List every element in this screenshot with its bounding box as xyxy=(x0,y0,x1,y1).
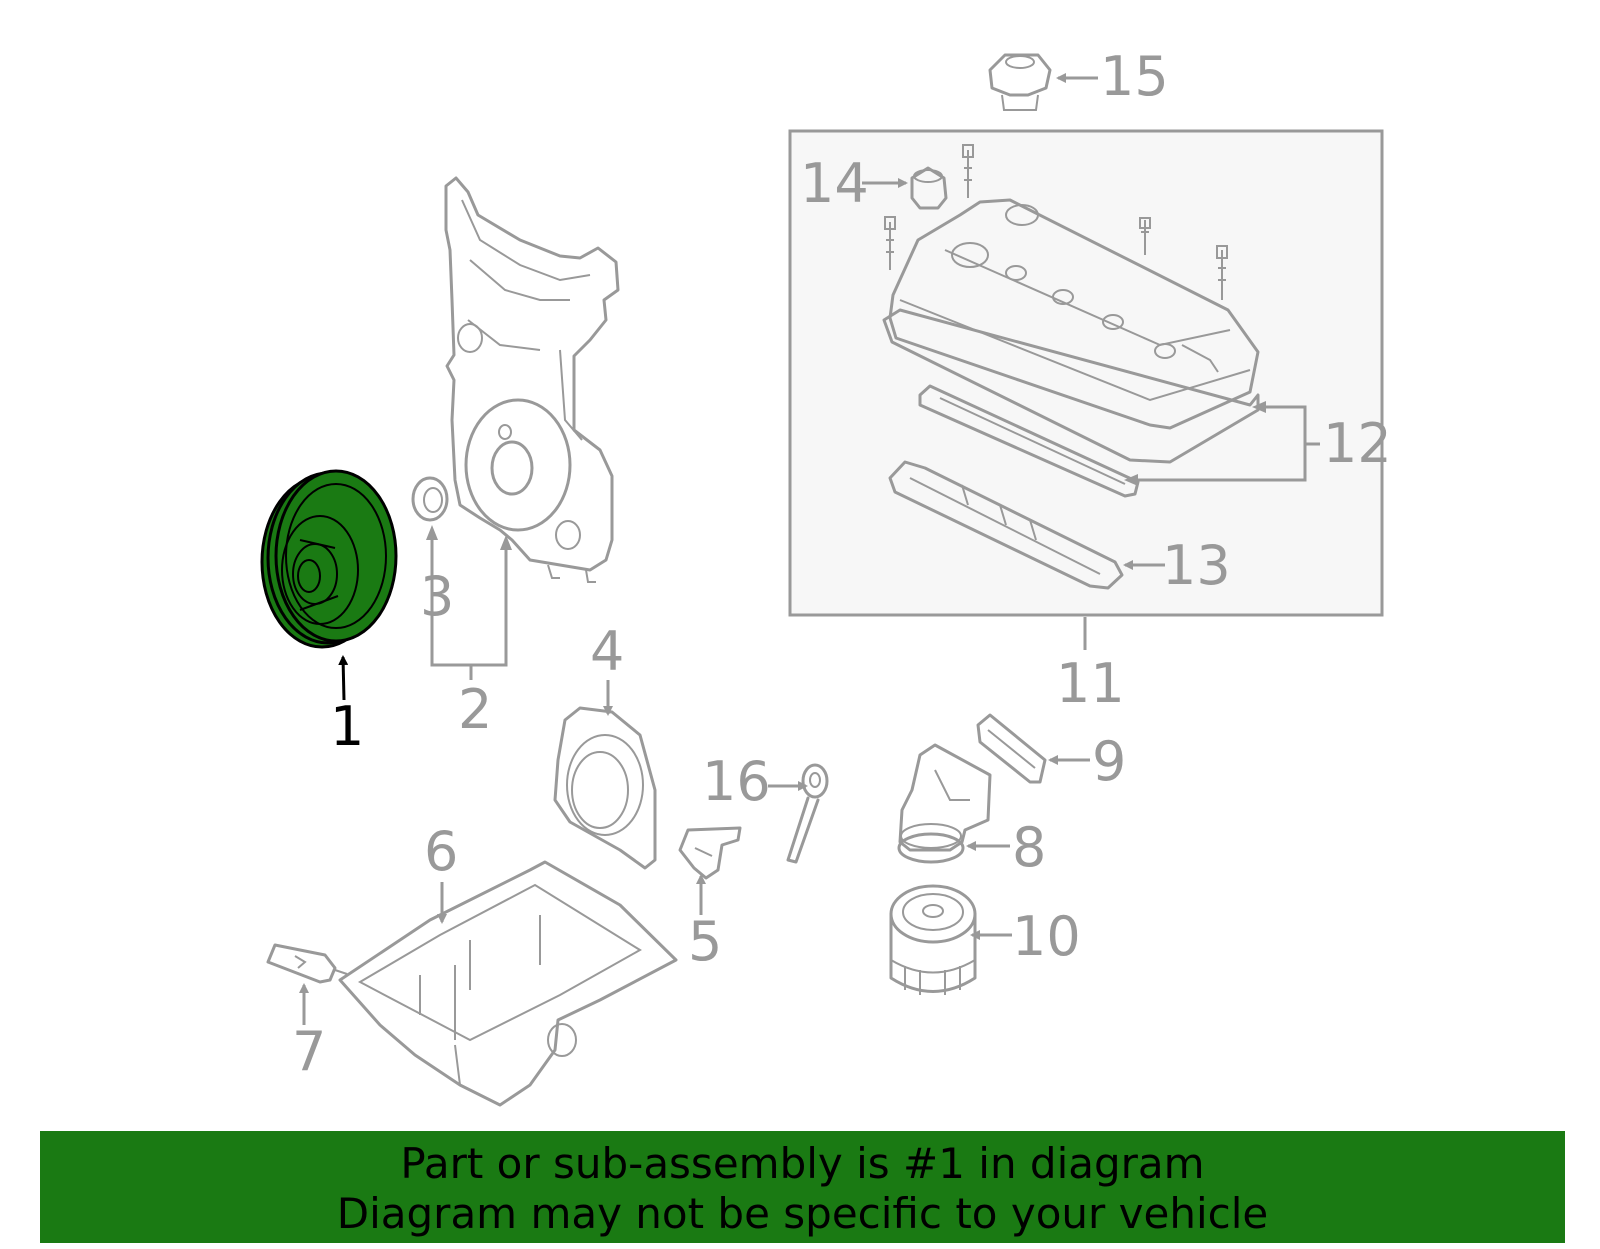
callout-4[interactable]: 4 xyxy=(590,620,624,683)
callout-13[interactable]: 13 xyxy=(1162,534,1231,597)
callout-6[interactable]: 6 xyxy=(424,820,458,883)
callout-15[interactable]: 15 xyxy=(1100,45,1169,108)
leader-1 xyxy=(338,655,349,701)
callout-12[interactable]: 12 xyxy=(1323,412,1392,475)
callout-14[interactable]: 14 xyxy=(800,152,869,215)
baffle-plate-part[interactable] xyxy=(888,460,1124,590)
callout-8[interactable]: 8 xyxy=(1012,816,1046,879)
callout-3[interactable]: 3 xyxy=(420,565,454,628)
oil-baffle-part[interactable] xyxy=(678,826,742,880)
dipstick-part[interactable] xyxy=(786,763,829,864)
info-banner: Part or sub-assembly is #1 in diagram Di… xyxy=(40,1131,1565,1243)
front-seal-part[interactable] xyxy=(411,476,449,522)
callout-9[interactable]: 9 xyxy=(1092,730,1126,793)
oil-filler-cap-part[interactable] xyxy=(988,53,1052,111)
callout-5[interactable]: 5 xyxy=(688,910,722,973)
oil-filter-adapter-part[interactable] xyxy=(897,743,992,864)
oil-pan-part[interactable] xyxy=(338,860,678,1107)
crankshaft-pulley-part[interactable] xyxy=(260,469,398,649)
valve-cover-inset-box xyxy=(788,129,1384,617)
valve-cover-gasket-part[interactable] xyxy=(882,308,1260,498)
grommet-part[interactable] xyxy=(910,166,948,210)
callout-11[interactable]: 11 xyxy=(1056,652,1125,715)
banner-line-1: Part or sub-assembly is #1 in diagram xyxy=(400,1139,1205,1188)
callout-1[interactable]: 1 xyxy=(330,695,364,758)
banner-line-2: Diagram may not be specific to your vehi… xyxy=(336,1189,1269,1238)
callout-10[interactable]: 10 xyxy=(1012,905,1081,968)
callout-2[interactable]: 2 xyxy=(458,678,492,741)
callout-7[interactable]: 7 xyxy=(292,1020,326,1083)
callout-16[interactable]: 16 xyxy=(702,750,771,813)
valve-cover-bolts xyxy=(884,144,1228,300)
timing-cover-part[interactable] xyxy=(444,176,620,583)
rear-seal-carrier-part[interactable] xyxy=(553,706,657,870)
oil-filter-part[interactable] xyxy=(889,884,977,995)
sealant-tube-part[interactable] xyxy=(266,943,348,984)
adapter-gasket-part[interactable] xyxy=(976,713,1047,784)
leader-2 xyxy=(430,535,508,667)
